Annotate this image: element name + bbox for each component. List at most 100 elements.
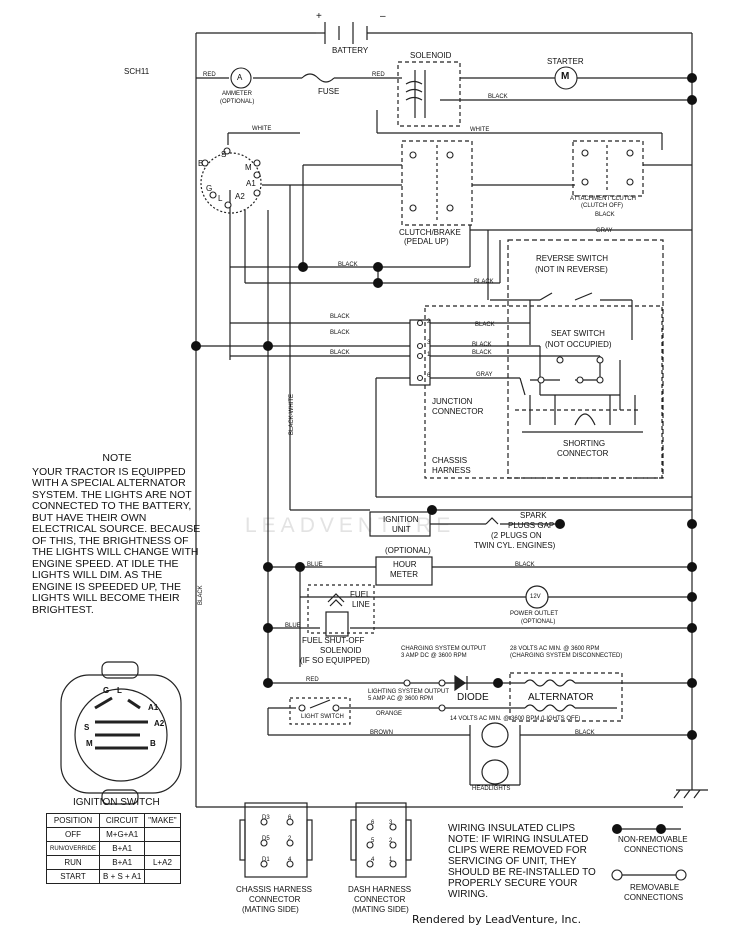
- table-cell: [144, 827, 181, 842]
- dash-connector-label: DASH HARNESS: [348, 885, 412, 894]
- ign-switch-terminal-s: S: [84, 723, 90, 732]
- ammeter-label: AMMETER: [222, 91, 252, 97]
- dash-pin-2: 2: [389, 838, 393, 844]
- solenoid-label: SOLENOID: [410, 51, 452, 60]
- ign-terminal-a2: A2: [235, 192, 245, 201]
- spark-plugs-note1: (2 PLUGS ON: [491, 531, 542, 540]
- wire-black-label-lights: BLACK: [575, 730, 595, 736]
- power-outlet-optional: (OPTIONAL): [521, 619, 556, 625]
- dash-pin-1: 1: [389, 857, 393, 863]
- junction-connector-sub: CONNECTOR: [432, 407, 484, 416]
- clips-note-line: NOTE: IF WIRING INSULATED: [448, 834, 589, 845]
- ign-switch-terminal-b: B: [150, 739, 156, 748]
- charging-output-label: CHARGING SYSTEM OUTPUT: [401, 646, 487, 652]
- ign-switch-terminal-l: L: [117, 686, 122, 695]
- attachment-clutch-label: ATTACHMENT CLUTCH: [570, 196, 636, 202]
- junction-pin-2: 2: [427, 319, 431, 325]
- table-cell: START: [45, 869, 101, 884]
- legend-removable: REMOVABLE: [630, 883, 680, 892]
- clutch-brake-label: CLUTCH/BRAKE: [399, 228, 461, 237]
- clips-note-title: WIRING INSULATED CLIPS: [448, 823, 576, 834]
- battery-minus-label: –: [380, 11, 386, 22]
- shorting-connector-label: SHORTING: [563, 439, 606, 448]
- wire-red-label-2: RED: [372, 72, 385, 78]
- clips-note-line: CLIPS WERE REMOVED FOR: [448, 845, 587, 856]
- table-row: RUN/OVERRIDE B+A1: [45, 841, 181, 856]
- wire-black-label-5: BLACK: [330, 314, 350, 320]
- chassis-harness-sub: HARNESS: [432, 466, 471, 475]
- wire-white-label-2: WHITE: [470, 127, 490, 133]
- wire-blue-label-2: BLUE: [285, 623, 301, 629]
- chassis-pin-6: 6: [288, 815, 292, 821]
- reverse-switch-sub: (NOT IN REVERSE): [535, 265, 608, 274]
- fuel-label: FUEL: [350, 590, 371, 599]
- diagram-id: SCH11: [124, 67, 150, 76]
- table-header: CIRCUIT: [99, 813, 146, 828]
- fuse-label: FUSE: [318, 87, 340, 96]
- ignition-unit-label: IGNITION: [383, 515, 419, 524]
- ac-min-28-label: 28 VOLTS AC MIN. @ 3600 RPM: [510, 646, 600, 652]
- alternator-note: NOTE YOUR TRACTOR IS EQUIPPED WITH A SPE…: [32, 452, 202, 616]
- ign-switch-terminal-g: G: [103, 686, 110, 695]
- dash-pin-6: 6: [371, 820, 375, 826]
- table-cell: B+A1: [99, 855, 146, 870]
- chassis-pin-4: 4: [288, 857, 292, 863]
- chassis-connector-label: CHASSIS HARNESS: [236, 885, 313, 894]
- wire-gray-label-2: GRAY: [476, 372, 493, 378]
- fuel-solenoid-sub: SOLENOID: [320, 646, 362, 655]
- table-row: START B + S + A1: [45, 869, 181, 884]
- ignition-switch-title: IGNITION SWITCH: [73, 797, 160, 808]
- note-title: NOTE: [102, 452, 132, 464]
- wire-black-label-meter: BLACK: [515, 562, 535, 568]
- chassis-pin-2: 2: [288, 836, 292, 842]
- starter-motor-symbol: M: [561, 71, 570, 82]
- wire-black-label-4: BLACK: [474, 279, 494, 285]
- wire-black-label-7: BLACK: [330, 350, 350, 356]
- hour-meter-sub: METER: [390, 570, 418, 579]
- ign-switch-terminal-a2: A2: [154, 719, 165, 728]
- wire-gray-label: GRAY: [596, 228, 613, 234]
- spark-plugs-note2: TWIN CYL. ENGINES): [474, 541, 556, 550]
- diode-label: DIODE: [457, 692, 489, 703]
- power-outlet-label: POWER OUTLET: [510, 611, 559, 617]
- spark-plugs-gap: PLUGS GAP: [508, 521, 555, 530]
- ign-terminal-s: S: [221, 150, 227, 159]
- seat-switch-sub: (NOT OCCUPIED): [545, 340, 612, 349]
- shorting-connector-sub: CONNECTOR: [557, 449, 609, 458]
- table-row: RUN B+A1 L+A2: [45, 855, 181, 870]
- chassis-harness-label: CHASSIS: [432, 456, 468, 465]
- chassis-connector-sub: CONNECTOR: [249, 895, 301, 904]
- table-cell: OFF: [45, 827, 101, 842]
- wire-brown-label: BROWN: [370, 730, 393, 736]
- ign-terminal-a1: A1: [246, 179, 256, 188]
- chassis-pin-d1: D1: [262, 857, 270, 863]
- wire-black-label-8: BLACK: [475, 322, 495, 328]
- wire-white-label: WHITE: [252, 126, 272, 132]
- table-cell: RUN: [45, 855, 101, 870]
- wire-red-label: RED: [203, 72, 216, 78]
- wire-black-white-label: BLACK-WHITE: [289, 393, 295, 435]
- ign-terminal-m: M: [245, 163, 252, 172]
- hour-meter-optional: (OPTIONAL): [385, 546, 431, 555]
- legend-non-removable: NON-REMOVABLE: [618, 835, 688, 844]
- clips-note-line: PROPERLY SECURE YOUR: [448, 878, 578, 889]
- clutch-brake-sub: (PEDAL UP): [404, 237, 449, 246]
- clips-note-line: SERVICING OF UNIT, THEY: [448, 856, 577, 867]
- lighting-output-label: LIGHTING SYSTEM OUTPUT: [368, 689, 450, 695]
- legend-non-removable-sub: CONNECTIONS: [624, 845, 684, 854]
- junction-pin-3: 3: [427, 340, 431, 346]
- table-cell: L+A2: [144, 855, 181, 870]
- starter-label: STARTER: [547, 57, 584, 66]
- ignition-switch-table: POSITION CIRCUIT "MAKE" OFF M+G+A1 RUN/O…: [45, 813, 181, 884]
- table-header-row: POSITION CIRCUIT "MAKE": [45, 813, 181, 828]
- dash-pin-3: 3: [389, 820, 393, 826]
- clips-note-line: WIRING.: [448, 889, 488, 900]
- wire-black-label-6: BLACK: [330, 330, 350, 336]
- footer-credit: Rendered by LeadVenture, Inc.: [412, 913, 582, 926]
- headlights-label: HEADLIGHTS: [472, 786, 511, 792]
- reverse-switch-label: REVERSE SWITCH: [536, 254, 609, 263]
- table-cell: B+A1: [99, 841, 146, 856]
- attachment-clutch-sub: (CLUTCH OFF): [581, 203, 623, 209]
- ac-min-14-label: 14 VOLTS AC MIN. @ 3600 RPM (LIGHTS OFF): [450, 716, 581, 722]
